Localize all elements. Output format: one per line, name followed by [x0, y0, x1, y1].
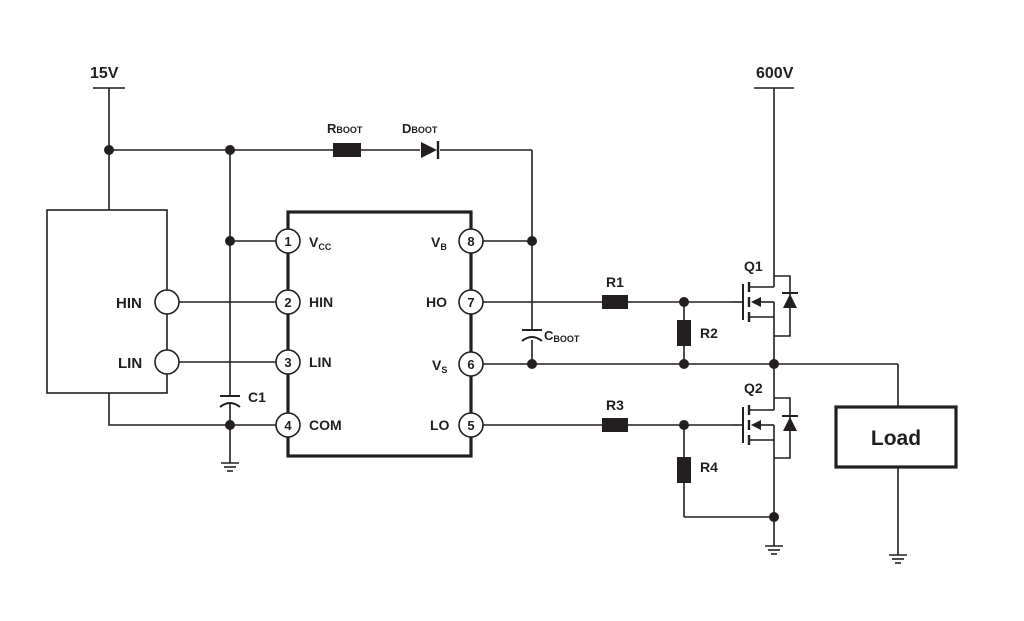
dboot-label: DBOOT	[402, 121, 438, 136]
ic-pin-7: 7 HO	[426, 289, 484, 315]
pin-1-name: VCC	[309, 234, 332, 252]
supply-15v: 15V	[90, 65, 125, 210]
pin-8-name: VB	[431, 234, 447, 252]
pin-2-number: 2	[284, 295, 291, 310]
low-side-gate: R3 R4	[483, 397, 779, 522]
ic-pin-8: 8 VB	[431, 228, 484, 254]
resistor-r1	[602, 295, 628, 309]
ic-pin-2: 2 HIN	[275, 289, 333, 315]
diode-dboot: DBOOT	[402, 121, 440, 159]
resistor-rboot: RBOOT	[327, 121, 363, 157]
pin-7-name: HO	[426, 294, 447, 310]
ic-pin-6: 6 VS	[432, 351, 484, 377]
driver-ic	[286, 210, 473, 458]
top-rail	[104, 145, 533, 364]
ic-pin-4: 4 COM	[275, 412, 342, 438]
pin-6-number: 6	[467, 357, 474, 372]
pin-2-name: HIN	[309, 294, 333, 310]
resistor-r4	[677, 457, 691, 483]
pin-3-number: 3	[284, 355, 291, 370]
pin-4-name: COM	[309, 417, 342, 433]
pin-7-number: 7	[467, 295, 474, 310]
rboot-label: RBOOT	[327, 121, 363, 136]
r2-label: R2	[700, 325, 718, 341]
controller-lin-label: LIN	[118, 355, 142, 372]
pin-1-number: 1	[284, 234, 291, 249]
q2-label: Q2	[744, 380, 763, 396]
controller-hin-label: HIN	[116, 295, 142, 312]
resistor-r3	[602, 418, 628, 432]
ic-pin-5: 5 LO	[430, 412, 484, 438]
r4-label: R4	[700, 459, 718, 475]
pin-5-number: 5	[467, 418, 474, 433]
high-side-gate: R1 R2	[483, 274, 732, 364]
q1-label: Q1	[744, 258, 763, 274]
supply-15v-label: 15V	[90, 65, 119, 82]
c1-label: C1	[248, 389, 266, 405]
load-block: Load	[834, 364, 958, 564]
controller-box: HIN LIN	[46, 209, 276, 426]
mosfet-q1: Q1	[732, 258, 798, 364]
load-label: Load	[871, 427, 921, 450]
supply-600v: 600V	[754, 65, 794, 274]
mosfet-q2: Q2	[732, 364, 798, 555]
pin-8-number: 8	[467, 234, 474, 249]
capacitor-cboot: CBOOT	[483, 236, 580, 344]
capacitor-c1: C1	[219, 150, 276, 472]
vs-node	[483, 359, 898, 369]
cboot-label: CBOOT	[544, 328, 580, 344]
ic-pin-1: 1 VCC	[275, 228, 332, 254]
resistor-r2	[677, 320, 691, 346]
supply-600v-label: 600V	[756, 65, 794, 82]
pin-6-name: VS	[432, 357, 447, 375]
pin-4-number: 4	[284, 418, 292, 433]
pin-5-name: LO	[430, 417, 450, 433]
pin-3-name: LIN	[309, 354, 332, 370]
r3-label: R3	[606, 397, 624, 413]
r1-label: R1	[606, 274, 624, 290]
ic-pin-3: 3 LIN	[275, 349, 332, 375]
